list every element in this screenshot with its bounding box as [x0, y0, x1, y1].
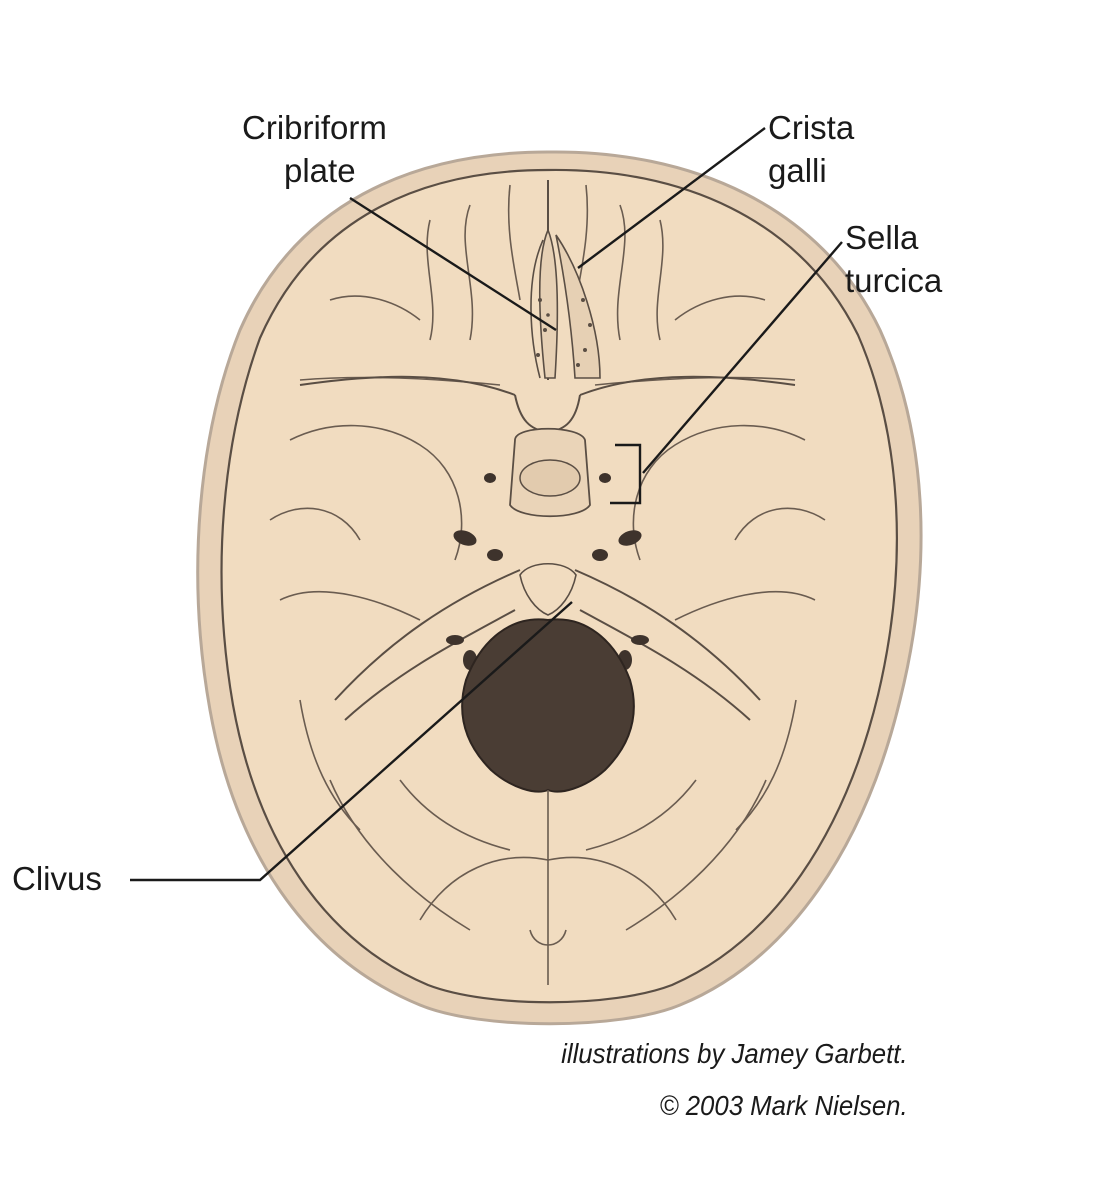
posterior-fossa-lines: [299, 699, 797, 985]
cribriform-leader: [349, 196, 557, 332]
label-crista-line1: Crista: [768, 109, 855, 146]
petrous-ridges: [334, 569, 761, 721]
sella-region: [509, 427, 591, 518]
label-cribriform-line1: Cribriform: [242, 109, 387, 146]
sella-bracket: [610, 443, 642, 505]
clivus-leader: [130, 601, 573, 882]
cribriform-plate-left-outer: [530, 239, 544, 379]
clivus-ridge: [519, 563, 577, 616]
label-sella-line1: Sella: [845, 219, 919, 256]
credit-illustrator: illustrations by Jamey Garbett.: [561, 1038, 908, 1069]
label-sella-turcica: Sella turcica: [845, 216, 942, 302]
middle-fossa-lines: [269, 424, 826, 621]
sella-leader: [642, 241, 843, 474]
label-crista-galli: Crista galli: [768, 106, 854, 192]
foramen-magnum: [461, 618, 635, 793]
leader-lines: [130, 127, 843, 882]
crista-leader: [577, 127, 766, 269]
cribriform-plate-left: [538, 227, 559, 379]
label-sella-line2: turcica: [845, 262, 943, 299]
label-cribriform-line2: plate: [284, 152, 356, 189]
label-clivus: Clivus: [12, 860, 102, 897]
credit-copyright: © 2003 Mark Nielsen.: [659, 1090, 908, 1121]
label-crista-line2: galli: [768, 152, 827, 189]
cribriform-plate-right: [555, 234, 601, 379]
cribriform-region: [530, 180, 601, 380]
label-cribriform-plate: Cribriform plate: [242, 106, 387, 192]
